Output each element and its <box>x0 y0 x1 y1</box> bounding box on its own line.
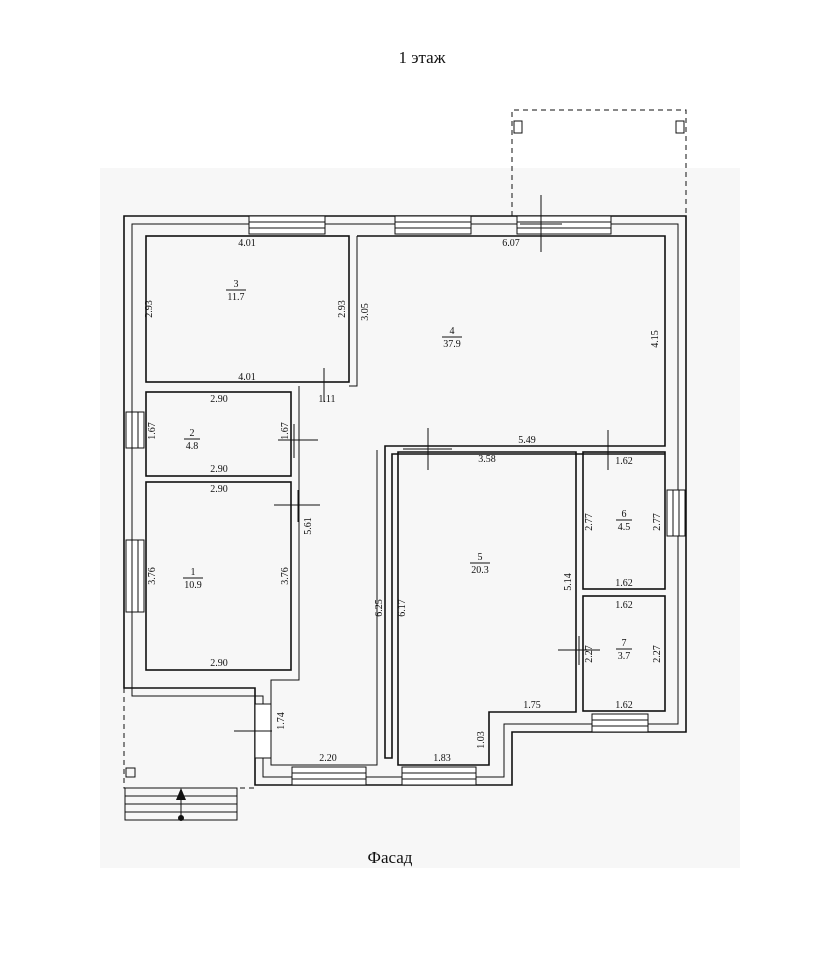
svg-text:4.5: 4.5 <box>618 522 631 533</box>
svg-text:2.27: 2.27 <box>652 645 663 663</box>
dimension-labels: 4.01 4.01 6.07 1.11 5.49 2.90 2.90 2.90 … <box>144 238 663 764</box>
window-room-4-right <box>516 215 612 235</box>
window-room-2 <box>125 411 145 449</box>
svg-text:3.76: 3.76 <box>147 567 158 585</box>
svg-text:6: 6 <box>622 509 627 520</box>
svg-text:2.77: 2.77 <box>652 513 663 531</box>
svg-text:2.90: 2.90 <box>210 464 228 475</box>
svg-text:1.62: 1.62 <box>615 456 633 467</box>
svg-text:4: 4 <box>450 326 455 337</box>
svg-text:6.07: 6.07 <box>502 238 520 249</box>
svg-text:2.90: 2.90 <box>210 394 228 405</box>
svg-text:3.05: 3.05 <box>360 303 371 321</box>
room-4-label: 4 37.9 <box>442 326 462 350</box>
svg-text:1.75: 1.75 <box>523 700 541 711</box>
terrace-post-left <box>513 120 523 134</box>
svg-text:20.3: 20.3 <box>471 565 489 576</box>
svg-text:1.67: 1.67 <box>147 422 158 440</box>
svg-text:11.7: 11.7 <box>227 292 244 303</box>
svg-text:5.14: 5.14 <box>563 573 574 591</box>
outer-wall-outline <box>123 215 687 786</box>
svg-text:5: 5 <box>478 552 483 563</box>
room-3-outline <box>145 235 350 383</box>
room-7-outline <box>582 595 666 712</box>
svg-text:1.74: 1.74 <box>276 712 287 730</box>
svg-text:6.17: 6.17 <box>397 599 408 617</box>
plan-background <box>100 168 740 868</box>
room-4-left-wall <box>349 236 358 387</box>
svg-text:6.25: 6.25 <box>374 599 385 617</box>
svg-text:37.9: 37.9 <box>443 339 461 350</box>
window-corridor <box>291 766 367 786</box>
svg-text:4.15: 4.15 <box>650 330 661 348</box>
room-4-outline <box>357 235 666 759</box>
svg-text:2.93: 2.93 <box>337 300 348 318</box>
svg-text:1: 1 <box>191 567 196 578</box>
terrace-dashed <box>511 109 687 216</box>
window-room-7 <box>591 713 649 733</box>
room-6-label: 6 4.5 <box>616 509 632 533</box>
window-room-4-left <box>394 215 472 235</box>
room-1-outline <box>145 481 292 671</box>
window-room-5 <box>401 766 477 786</box>
svg-text:3: 3 <box>234 279 239 290</box>
svg-text:2.90: 2.90 <box>210 484 228 495</box>
page-title: 1 этаж <box>398 48 446 67</box>
svg-text:3.58: 3.58 <box>478 454 496 465</box>
room-2-outline <box>145 391 292 477</box>
svg-text:3.7: 3.7 <box>618 651 631 662</box>
svg-text:5.61: 5.61 <box>303 517 314 535</box>
svg-text:4.8: 4.8 <box>186 441 199 452</box>
porch-post <box>125 767 136 778</box>
svg-text:1.83: 1.83 <box>433 753 451 764</box>
svg-text:10.9: 10.9 <box>184 580 202 591</box>
svg-text:1.62: 1.62 <box>615 578 633 589</box>
entrance-dot <box>178 815 184 821</box>
svg-text:1.11: 1.11 <box>318 394 335 405</box>
window-room-6 <box>666 489 686 537</box>
svg-text:4.01: 4.01 <box>238 238 256 249</box>
porch-dashed <box>123 688 255 789</box>
facade-label: Фасад <box>367 848 413 867</box>
svg-text:4.01: 4.01 <box>238 372 256 383</box>
svg-text:1.62: 1.62 <box>615 600 633 611</box>
room-7-label: 7 3.7 <box>616 638 632 662</box>
svg-text:1.03: 1.03 <box>476 731 487 749</box>
room-6-outline <box>582 451 666 590</box>
svg-text:2: 2 <box>190 428 195 439</box>
svg-text:3.76: 3.76 <box>280 567 291 585</box>
room-1-label: 1 10.9 <box>183 567 203 591</box>
window-room-1 <box>125 539 145 613</box>
entrance-arrow-icon <box>176 788 186 800</box>
svg-text:2.90: 2.90 <box>210 658 228 669</box>
svg-text:2.93: 2.93 <box>144 300 155 318</box>
svg-text:2.27: 2.27 <box>584 645 595 663</box>
svg-text:2.20: 2.20 <box>319 753 337 764</box>
svg-text:1.67: 1.67 <box>280 422 291 440</box>
door-markers <box>234 195 609 732</box>
svg-text:2.77: 2.77 <box>584 513 595 531</box>
room-5-label: 5 20.3 <box>470 552 490 576</box>
window-room-3 <box>248 215 326 235</box>
room-2-label: 2 4.8 <box>184 428 200 452</box>
svg-text:1.62: 1.62 <box>615 700 633 711</box>
svg-text:5.49: 5.49 <box>518 435 536 446</box>
terrace-post-right <box>675 120 685 134</box>
svg-text:7: 7 <box>622 638 627 649</box>
room-3-label: 3 11.7 <box>226 279 246 303</box>
room-5-outline <box>397 451 577 766</box>
outer-wall-inner-line <box>131 223 679 778</box>
